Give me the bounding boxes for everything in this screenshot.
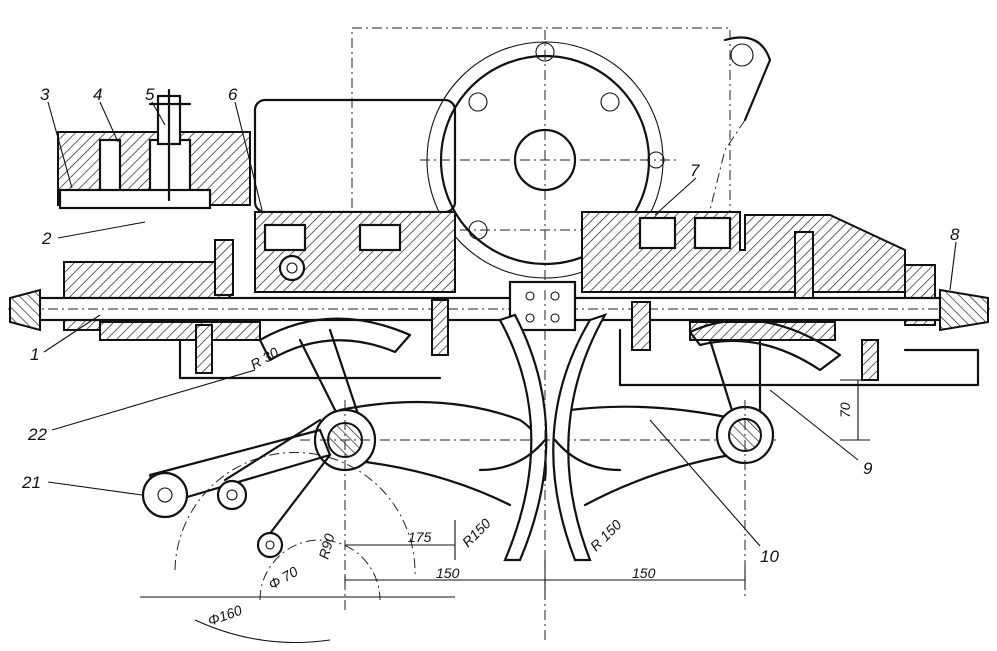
dim-70: 70 [837,402,853,418]
dimension-lines [140,290,870,640]
leader-lines [43,101,957,547]
callout-22: 22 [27,425,47,444]
dim-phi70: Φ 70 [266,563,301,593]
gripper-jaws [478,313,622,562]
swing-arcs [174,452,416,644]
callout-7: 7 [690,161,700,180]
dim-r150-right: R 150 [587,516,625,554]
callout-1: 1 [30,345,39,364]
right-rocker-lever [552,319,842,507]
callouts: 1 2 3 4 5 6 7 8 9 10 21 22 [21,85,960,566]
dim-150-left: 150 [436,565,460,581]
dim-175: 175 [408,529,432,545]
dim-r30: R 30 [248,344,282,373]
dim-r150-left: R150 [459,515,494,550]
callout-5: 5 [145,85,155,104]
callout-9: 9 [863,459,873,478]
main-frame [8,211,990,387]
link-arms [141,418,332,559]
callout-10: 10 [760,547,779,566]
callout-3: 3 [40,85,50,104]
callout-6: 6 [228,85,238,104]
callout-4: 4 [93,85,102,104]
callout-2: 2 [41,229,52,248]
callout-21: 21 [21,473,41,492]
dim-150-right: 150 [632,565,656,581]
dim-r90: R90 [315,532,337,561]
gear-box [56,88,457,214]
dim-phi160: Φ160 [206,602,245,629]
callout-8: 8 [950,225,960,244]
